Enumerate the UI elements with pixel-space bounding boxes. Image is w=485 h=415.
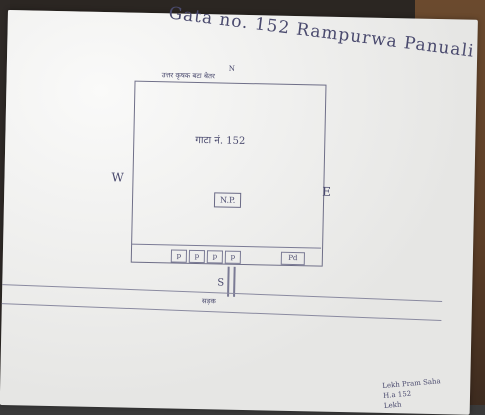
west-label: W (111, 170, 125, 185)
corner-note: Lekh Pram Saha H.a 152 Lekh (382, 376, 443, 411)
plot-boundary (130, 80, 327, 267)
strip-cell: p (206, 250, 224, 264)
paper-sheet: Gata no. 152 Rampurwa Panuali N उत्तर कृ… (0, 3, 478, 415)
north-mark: N (228, 64, 236, 73)
strip-cell: p (224, 250, 242, 264)
south-label: S (217, 277, 225, 289)
plot-label: गाटा नं. 152 (195, 134, 246, 147)
np-box: N.P. (213, 192, 242, 208)
north-note: उत्तर कृषक बटा बेतर (161, 71, 215, 81)
strip-cell: p (188, 249, 206, 264)
road-label: सड़क (201, 297, 216, 306)
strip-cell: Pd (280, 251, 305, 266)
strip-cell: p (170, 249, 188, 263)
east-label: E (322, 184, 332, 199)
road (1, 284, 443, 321)
